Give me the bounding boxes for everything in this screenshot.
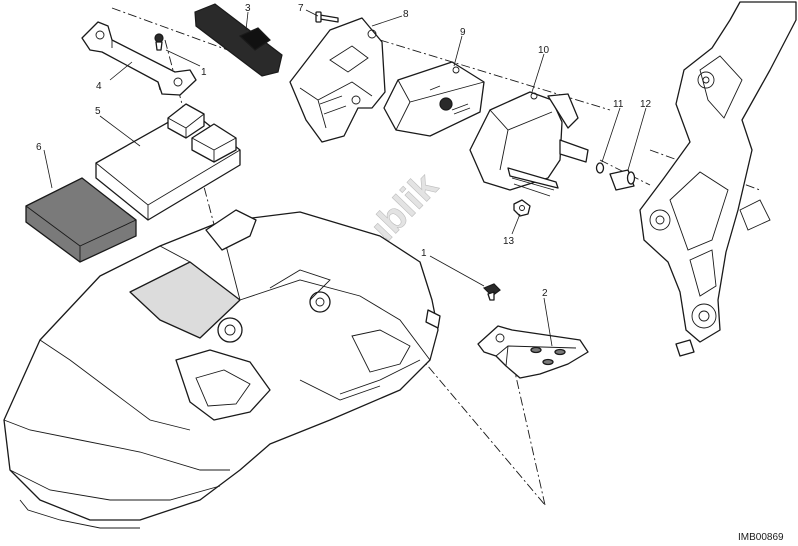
screw-part-1-lower	[482, 283, 501, 301]
leader-lines	[43, 9, 647, 347]
callout-12: 12	[640, 99, 652, 110]
frame-part	[639, 1, 797, 357]
callout-7: 7	[298, 3, 304, 14]
rubber-pad-part-3	[194, 3, 283, 77]
callout-5: 5	[95, 106, 101, 117]
callouts: 1 3 4 5 6 7 8 9 10 11 12 13 1 2	[36, 3, 652, 299]
callout-10: 10	[538, 45, 550, 56]
screw-part-1-upper	[154, 33, 164, 51]
callout-1-upper: 1	[201, 67, 207, 78]
spacer-part-12	[609, 169, 636, 191]
callout-1-lower: 1	[421, 248, 427, 259]
bracket-part-4	[81, 21, 197, 96]
storage-tray	[3, 209, 441, 529]
screw-part-7	[315, 11, 339, 23]
callout-3: 3	[245, 3, 251, 14]
battery-part-6	[25, 177, 137, 263]
nut-part-13	[513, 199, 531, 217]
callout-8: 8	[403, 9, 409, 20]
cover-part-8	[289, 17, 386, 143]
holder-part-10	[469, 91, 589, 197]
washer-part-11	[595, 162, 605, 174]
clip-part-2	[477, 325, 589, 379]
callout-9: 9	[460, 27, 466, 38]
callout-13: 13	[503, 236, 515, 247]
control-unit-part-5	[95, 103, 241, 221]
callout-11: 11	[613, 99, 624, 110]
image-code: IMB00869	[738, 532, 784, 543]
callout-2: 2	[542, 288, 548, 299]
callout-6: 6	[36, 142, 42, 153]
sensor-module-part-9	[383, 61, 485, 137]
callout-4: 4	[96, 81, 102, 92]
